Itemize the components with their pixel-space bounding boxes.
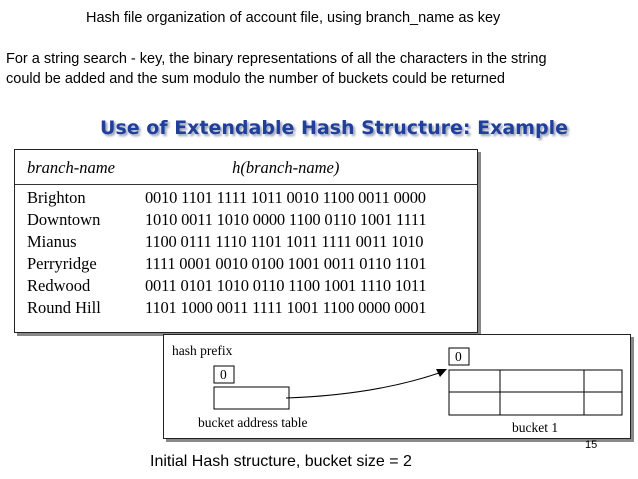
caption: Initial Hash structure, bucket size = 2: [150, 453, 412, 470]
diagram-svg: hash prefix 0 bucket address table 0 buc…: [172, 343, 623, 435]
branch-name-cell: Perryridge: [27, 254, 97, 273]
arrow-head-icon: [436, 369, 447, 377]
intro-paragraph: For a string search - key, the binary re…: [6, 51, 547, 87]
table-row: Round Hill 1101 1000 0011 1111 1001 1100…: [27, 297, 427, 319]
column-header-hash: h(branch-name): [232, 158, 340, 177]
table-row: Redwood 0011 0101 1010 0110 1100 1001 11…: [27, 275, 427, 297]
hash-value-cell: 1111 0001 0010 0100 1001 0011 0110 1101: [145, 254, 427, 273]
table-header-row: branch-name h(branch-name): [27, 158, 426, 187]
branch-name-cell: Brighton: [27, 188, 86, 207]
pointer-arrow: [285, 372, 440, 399]
table-row: Downtown 1010 0011 1010 0000 1100 0110 1…: [27, 209, 427, 231]
prefix-value: 0: [220, 367, 227, 382]
hash-value-cell: 0011 0101 1010 0110 1100 1001 1110 1011: [145, 276, 427, 295]
branch-name-cell: Downtown: [27, 210, 101, 229]
hash-prefix-label: hash prefix: [172, 343, 233, 358]
branch-name-cell: Redwood: [27, 276, 91, 295]
table-row: Mianus 1100 0111 1110 1101 1011 1111 001…: [27, 231, 426, 253]
hash-table-figure: branch-name h(branch-name) Brighton 0010…: [14, 149, 478, 333]
bucket-address-table: [213, 386, 290, 410]
bucket-prefix-value: 0: [455, 349, 462, 364]
top-title: Hash file organization of account file, …: [86, 10, 501, 26]
hash-structure-diagram: hash prefix 0 bucket address table 0 buc…: [163, 334, 631, 439]
bucket-prefix-box: [448, 347, 470, 366]
page-number: 15: [585, 439, 598, 451]
bucket-address-table-label: bucket address table: [198, 415, 307, 430]
table-row: Brighton 0010 1101 1111 1011 0010 1100 0…: [27, 187, 426, 209]
hash-value-cell: 0010 1101 1111 1011 0010 1100 0011 0000: [145, 188, 426, 207]
prefix-box: [213, 365, 235, 384]
header-divider: [15, 184, 477, 185]
hash-value-cell: 1101 1000 0011 1111 1001 1100 0000 0001: [145, 298, 427, 317]
branch-name-cell: Round Hill: [27, 298, 101, 317]
slide-title: Use of Extendable Hash Structure: Exampl…: [100, 117, 568, 139]
hash-table: branch-name h(branch-name) Brighton 0010…: [27, 158, 427, 319]
bucket-label: bucket 1: [512, 420, 558, 435]
hash-value-cell: 1100 0111 1110 1101 1011 1111 0011 1010: [145, 232, 424, 251]
branch-name-cell: Mianus: [27, 232, 77, 251]
column-header-branch-name: branch-name: [27, 158, 115, 177]
hash-value-cell: 1010 0011 1010 0000 1100 0110 1001 1111: [145, 210, 427, 229]
table-row: Perryridge 1111 0001 0010 0100 1001 0011…: [27, 253, 427, 275]
